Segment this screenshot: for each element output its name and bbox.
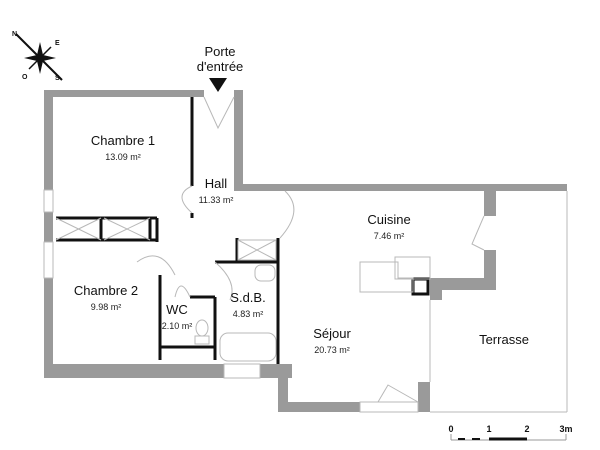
- room-chambre-2: Chambre 2 9.98 m²: [74, 283, 138, 312]
- scale-tick-1: 1: [486, 424, 492, 434]
- room-terrasse: Terrasse: [479, 332, 529, 347]
- compass-west-label: O: [22, 74, 28, 81]
- compass-north-label: N: [12, 31, 18, 38]
- arrow-down-icon: [209, 78, 227, 92]
- exterior-walls: [44, 90, 567, 412]
- entrance-label: Porte d'entrée: [197, 44, 244, 74]
- fixtures: [43, 96, 568, 413]
- entrance-label-line1: Porte: [204, 44, 236, 59]
- room-area: 13.09 m²: [105, 152, 141, 162]
- scale-bar: [450, 434, 567, 441]
- room-area: 2.10 m²: [161, 321, 193, 331]
- scale-tick-2: 2: [524, 424, 530, 434]
- entrance-label-line2: d'entrée: [196, 59, 244, 74]
- room-area: 11.33 m²: [198, 195, 234, 205]
- room-name: WC: [166, 302, 188, 317]
- room-area: 9.98 m²: [90, 302, 122, 312]
- scale-tick-0: 0: [448, 424, 454, 434]
- compass-rose-icon: [15, 33, 63, 81]
- room-name: Terrasse: [479, 332, 529, 347]
- room-chambre-1: Chambre 1 13.09 m²: [91, 133, 155, 162]
- room-name: Séjour: [313, 326, 351, 341]
- room-sejour: Séjour 20.73 m²: [313, 326, 351, 355]
- room-area: 20.73 m²: [314, 345, 350, 355]
- room-name: Chambre 1: [90, 133, 156, 148]
- room-name: Chambre 2: [73, 283, 139, 298]
- room-name: Cuisine: [367, 212, 411, 227]
- compass-east-label: E: [55, 40, 60, 47]
- room-name: S.d.B.: [230, 290, 266, 305]
- room-name: Hall: [204, 176, 228, 191]
- room-hall: Hall 11.33 m²: [199, 176, 234, 205]
- room-area: 7.46 m²: [373, 231, 405, 241]
- room-cuisine: Cuisine 7.46 m²: [367, 212, 410, 241]
- scale-tick-3m: 3m: [559, 424, 573, 434]
- room-sdb: S.d.B. 4.83 m²: [230, 290, 265, 319]
- room-wc: WC 2.10 m²: [162, 302, 193, 331]
- compass-south-label: S: [55, 75, 60, 82]
- interior-partitions: [56, 97, 430, 364]
- room-area: 4.83 m²: [232, 309, 264, 319]
